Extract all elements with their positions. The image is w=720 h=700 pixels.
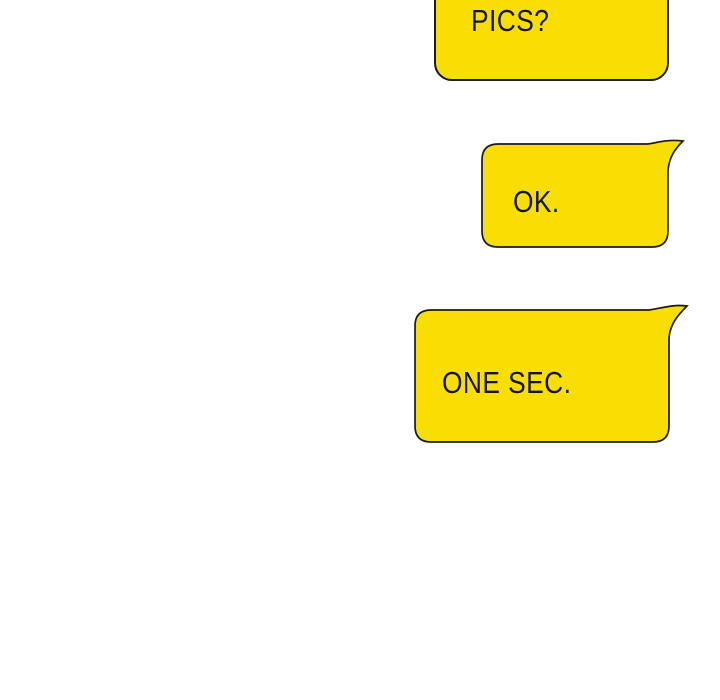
speech-bubble-3 bbox=[414, 304, 689, 443]
speech-bubble-3-shape bbox=[414, 304, 689, 443]
speech-bubble-2-text: OK. bbox=[513, 184, 560, 219]
speech-bubble-2-shape bbox=[481, 139, 685, 248]
speech-bubble-2 bbox=[481, 139, 685, 248]
speech-bubble-1 bbox=[434, 0, 669, 81]
speech-bubble-1-text: PICS? bbox=[471, 3, 550, 38]
speech-bubble-3-text: ONE SEC. bbox=[442, 365, 572, 400]
